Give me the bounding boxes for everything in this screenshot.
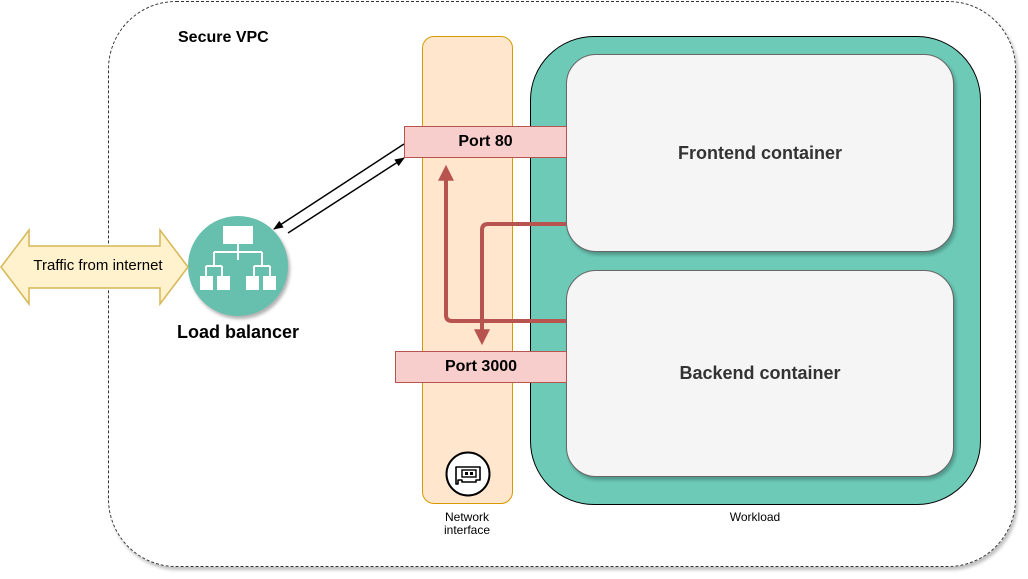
load-balancer-label: Load balancer <box>176 322 300 342</box>
port-80-label: Port 80 <box>458 133 513 150</box>
network-card-icon <box>445 451 491 497</box>
network-interface-column <box>422 36 513 504</box>
backend-container: Backend container <box>566 270 954 477</box>
hierarchy-icon <box>200 226 276 290</box>
traffic-label: Traffic from internet <box>33 257 163 274</box>
bidirectional-arrow-icon <box>0 228 189 306</box>
vpc-title: Secure VPC <box>178 29 269 46</box>
workload-caption: Workload <box>729 510 781 524</box>
frontend-container: Frontend container <box>566 54 954 252</box>
network-interface-caption: Network interface <box>443 510 491 537</box>
port-3000: Port 3000 <box>395 351 567 383</box>
backend-container-label: Backend container <box>679 363 841 383</box>
port-80: Port 80 <box>404 126 567 158</box>
port-3000-label: Port 3000 <box>444 358 518 375</box>
frontend-container-label: Frontend container <box>677 142 842 163</box>
